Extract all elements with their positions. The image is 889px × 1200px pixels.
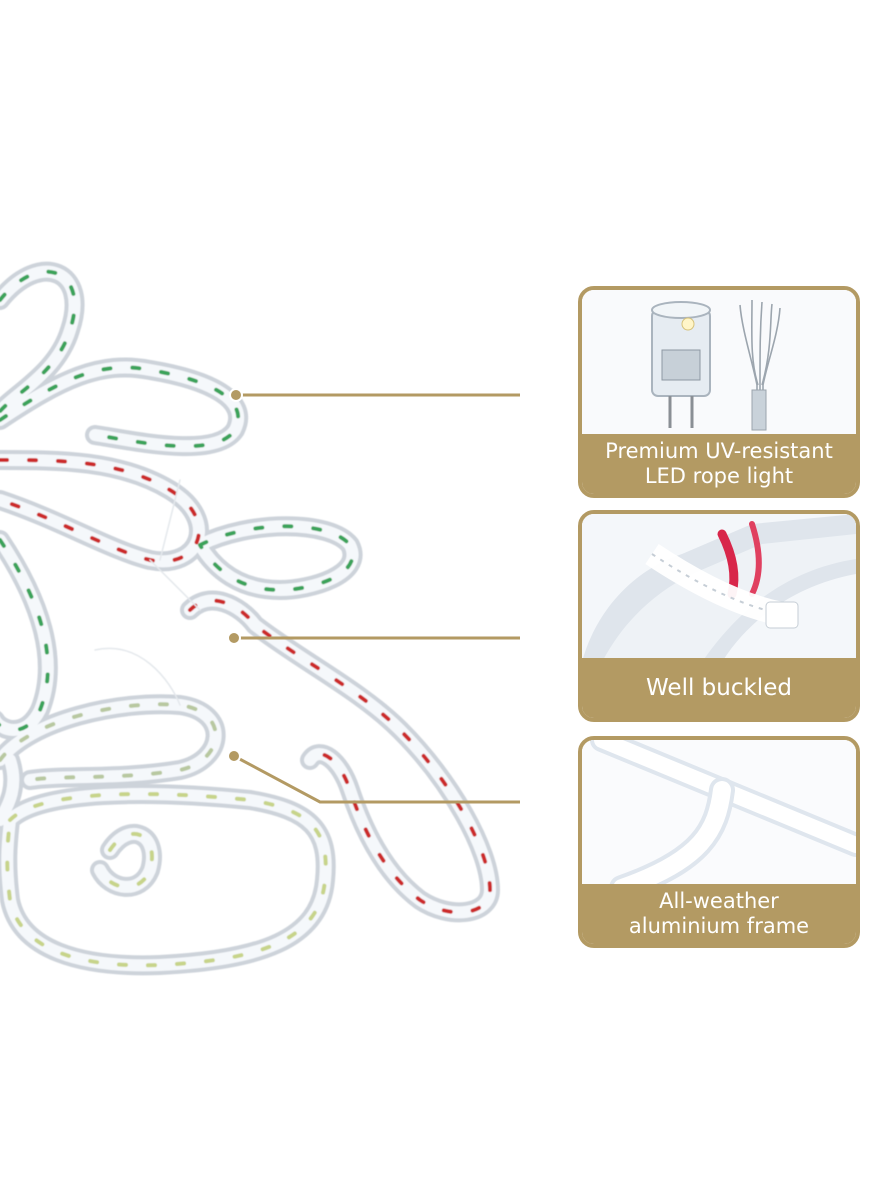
rope-light-reindeer-illustration <box>0 261 520 976</box>
callout-dot-3 <box>227 749 241 763</box>
t-joint-frame-icon <box>582 740 856 888</box>
feature-caption: All-weather aluminium frame <box>582 884 856 944</box>
feature-caption: Premium UV-resistant LED rope light <box>582 434 856 494</box>
callout-dot-1 <box>229 388 243 402</box>
feature-card-well-buckled: Well buckled <box>578 510 860 722</box>
feature-card-aluminium-frame: All-weather aluminium frame <box>578 736 860 948</box>
feature-card-led-rope-light: Premium UV-resistant LED rope light <box>578 286 860 498</box>
feature-caption: Well buckled <box>582 658 856 718</box>
callout-lines <box>233 393 520 804</box>
led-bulb-and-wire-icon <box>582 290 856 438</box>
callout-dot-2 <box>227 631 241 645</box>
cable-tie-buckle-icon <box>582 514 856 662</box>
